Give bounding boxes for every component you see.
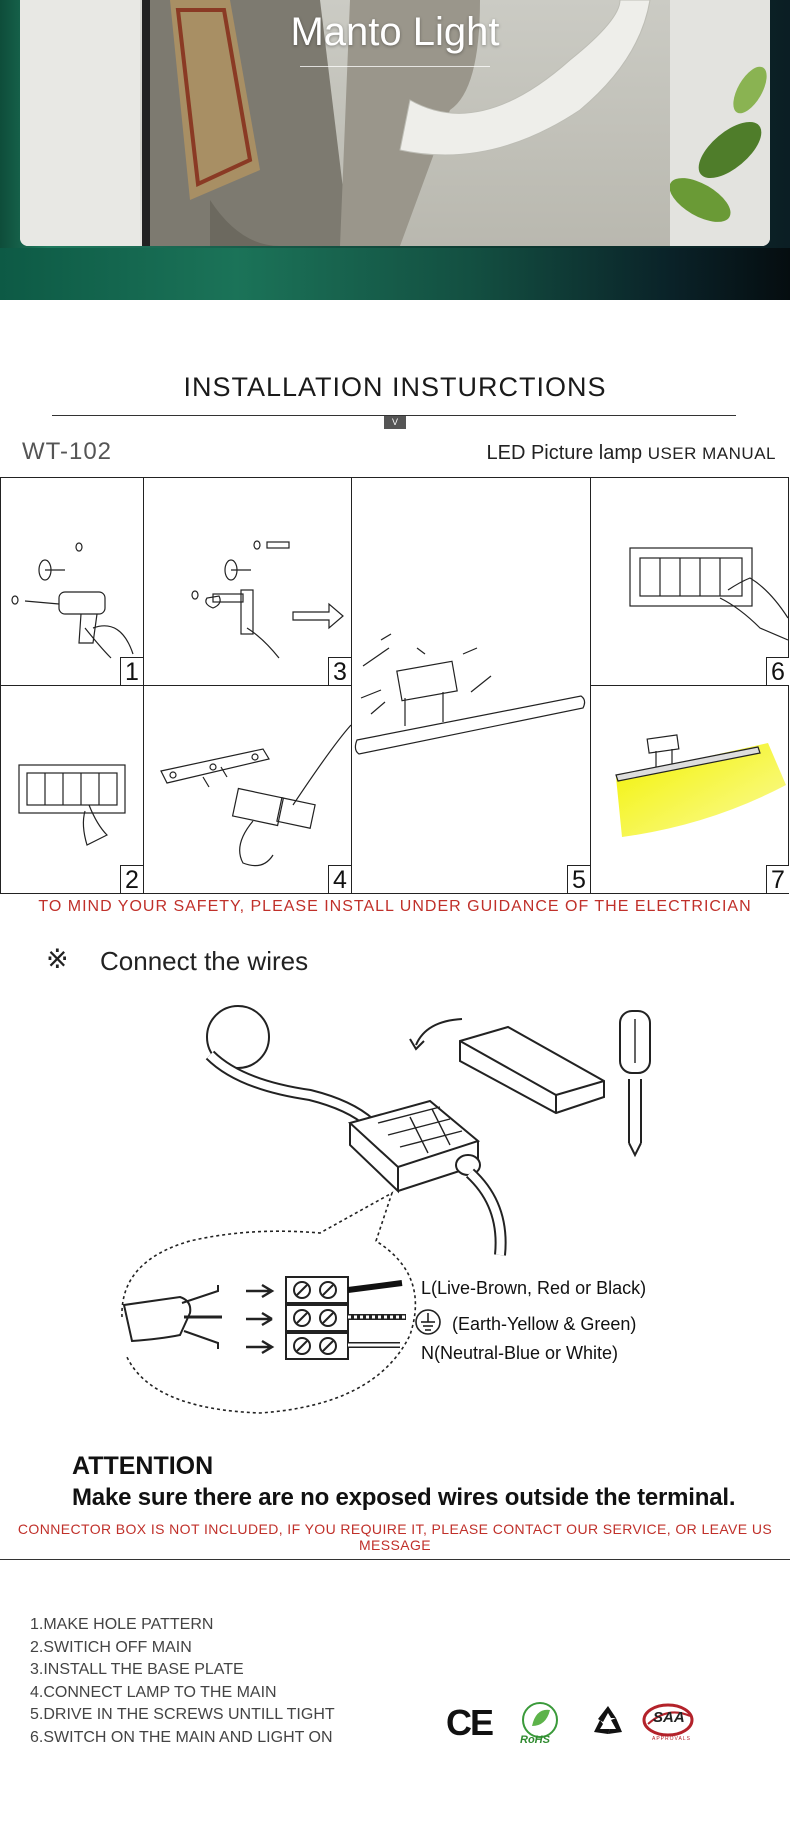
attention-text: Make sure there are no exposed wires out… — [72, 1484, 736, 1511]
section-divider — [0, 1559, 790, 1560]
model-number: WT-102 — [22, 438, 113, 465]
list-item: 2.SWITICH OFF MAIN — [30, 1638, 192, 1656]
recycle-icon — [594, 1706, 622, 1734]
saa-label: SAA — [653, 1709, 685, 1726]
step-cell-2: 2 — [1, 685, 144, 894]
list-item: 3.INSTALL THE BASE PLATE — [30, 1661, 244, 1679]
hero-wall-right — [669, 0, 770, 246]
hero-banner: Manto Light — [0, 0, 790, 300]
earth-wire-label: (Earth-Yellow & Green) — [452, 1314, 637, 1334]
heading-badge: V — [384, 416, 406, 429]
reference-mark: ※ — [46, 944, 69, 974]
step-cell-4: 4 — [143, 685, 352, 894]
ce-mark: CE — [446, 1702, 494, 1743]
wiring-diagram — [121, 1005, 651, 1414]
installation-heading: INSTALLATION INSTURCTIONS — [183, 372, 607, 402]
step-cell-7: 7 — [590, 685, 789, 894]
steps-list: 1.MAKE HOLE PATTERN 2.SWITICH OFF MAIN 3… — [30, 1614, 335, 1750]
light-on-illustration — [615, 734, 786, 837]
switch-off-illustration — [18, 764, 126, 846]
hero-bottom-band — [0, 248, 790, 300]
step-number-2: 2 — [120, 865, 143, 894]
connect-lamp-illustration — [160, 724, 351, 867]
safety-warning: TO MIND YOUR SAFETY, PLEASE INSTALL UNDE… — [38, 898, 752, 915]
step-cell-5: 5 — [351, 478, 591, 894]
hero-artwork — [142, 0, 678, 246]
hero-title-underline — [300, 66, 490, 67]
list-item: 5.DRIVE IN THE SCREWS UNTILL TIGHT — [30, 1706, 335, 1724]
rohs-icon — [522, 1702, 558, 1738]
switch-on-illustration — [629, 547, 788, 641]
plant-leaves — [669, 66, 767, 222]
attention-title: ATTENTION — [72, 1452, 214, 1480]
elephant-illustration — [150, 0, 651, 246]
step-cell-1: 1 — [1, 478, 144, 686]
saa-icon — [642, 1703, 694, 1737]
certification-logos: CE RoHS SAA APPROVALS — [446, 1700, 706, 1748]
step-number-4: 4 — [328, 865, 351, 894]
hero-wall-left — [20, 0, 140, 246]
heading-rule — [52, 415, 736, 416]
step-number-6: 6 — [766, 657, 789, 686]
hero-photo — [20, 0, 770, 246]
step-cell-3: 3 — [143, 478, 352, 686]
wires-title: Connect the wires — [100, 946, 309, 976]
base-plate-illustration — [191, 540, 344, 659]
list-item: 6.SWITCH ON THE MAIN AND LIGHT ON — [30, 1728, 333, 1746]
hero-title: Manto Light — [290, 10, 500, 54]
list-item: 4.CONNECT LAMP TO THE MAIN — [30, 1683, 277, 1701]
manual-product-name: LED Picture lamp — [486, 442, 643, 464]
neutral-wire-label: N(Neutral-Blue or White) — [421, 1343, 619, 1363]
step-number-1: 1 — [120, 657, 143, 686]
step-number-3: 3 — [328, 657, 351, 686]
drill-illustration — [11, 542, 134, 659]
step-number-5: 5 — [567, 865, 590, 894]
live-wire-label: L(Live-Brown, Red or Black) — [421, 1278, 647, 1298]
manual-suffix: USER MANUAL — [647, 444, 776, 463]
step-number-7: 7 — [766, 865, 789, 894]
step-cell-6: 6 — [590, 478, 789, 686]
connector-note: CONNECTOR BOX IS NOT INCLUDED, IF YOU RE… — [17, 1521, 773, 1553]
screws-lamp-illustration — [354, 633, 586, 755]
manual-title: LED Picture lamp USER MANUAL — [487, 442, 777, 465]
saa-sub-label: APPROVALS — [652, 1736, 691, 1742]
list-item: 1.MAKE HOLE PATTERN — [30, 1616, 214, 1633]
rohs-label: RoHS — [520, 1734, 550, 1746]
installation-steps-grid: 1 2 — [0, 477, 789, 894]
